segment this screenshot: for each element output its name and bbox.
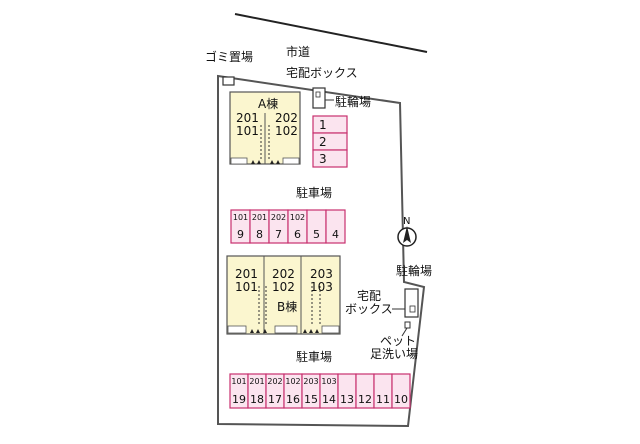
building-b-unit-lower: 103 — [310, 280, 333, 294]
building-b-unit-upper: 202 — [272, 267, 295, 281]
parking-space — [312, 149, 348, 168]
delivery-box-right-label-2: ボックス — [345, 302, 393, 316]
parking-space-unit: 203 — [303, 377, 318, 386]
parking-space-number: 2 — [319, 135, 327, 149]
city-road-label: 市道 — [286, 44, 310, 59]
parking-space-number: 16 — [286, 393, 300, 406]
parking-space-number: 3 — [319, 152, 327, 166]
north-label: N — [403, 216, 410, 227]
parking-space-unit: 103 — [321, 377, 336, 386]
building-b-unit-lower: 102 — [272, 280, 295, 294]
parking-space-number: 13 — [340, 393, 354, 406]
delivery-box-right-slot — [409, 305, 416, 313]
parking-space-number: 12 — [358, 393, 372, 406]
parking-space — [325, 209, 346, 244]
parking-space-unit: 202 — [267, 377, 282, 386]
delivery-box-right-label-1: 宅配 — [357, 288, 381, 303]
garbage-station-label: ゴミ置場 — [205, 49, 253, 64]
parking-space-number: 18 — [250, 393, 264, 406]
parking-space-number: 19 — [232, 393, 246, 406]
parking-bottom-label: 駐車場 — [296, 349, 332, 364]
parking-space-number: 1 — [319, 118, 327, 132]
parking-space-unit: 102 — [290, 213, 305, 222]
parking-space-number: 9 — [237, 228, 244, 241]
pet-label-1: ペット — [380, 334, 416, 348]
building-a — [229, 91, 301, 165]
parking-space-unit: 101 — [231, 377, 246, 386]
parking-space-number: 15 — [304, 393, 318, 406]
parking-space-number: 11 — [376, 393, 390, 406]
building-a-unit-upper: 201 — [236, 111, 259, 125]
parking-space-number: 17 — [268, 393, 282, 406]
building-b-name: B棟 — [277, 299, 297, 314]
garbage-station-icon — [222, 76, 235, 86]
building-a-unit-lower: 102 — [275, 124, 298, 138]
parking-space-number: 14 — [322, 393, 336, 406]
pet-foot-wash-icon — [404, 321, 411, 329]
parking-space-number: 6 — [294, 228, 301, 241]
parking-space-number: 7 — [275, 228, 282, 241]
parking-space-unit: 201 — [252, 213, 267, 222]
parking-space-number: 4 — [332, 228, 339, 241]
building-b-unit-upper: 201 — [235, 267, 258, 281]
parking-space — [391, 373, 411, 409]
parking-space-unit: 101 — [233, 213, 248, 222]
delivery-box-right-icon — [404, 288, 419, 318]
pet-label-2: 足洗い場 — [370, 347, 418, 361]
parking-space-number: 8 — [256, 228, 263, 241]
building-b-unit-upper: 203 — [310, 267, 333, 281]
parking-space-unit: 202 — [271, 213, 286, 222]
parking-space-unit: 201 — [249, 377, 264, 386]
delivery-box-top-label: 宅配ボックス — [286, 65, 358, 80]
parking-space-number: 5 — [313, 228, 320, 241]
north-arrow-icon — [397, 226, 417, 247]
building-a-unit-lower: 101 — [236, 124, 259, 138]
building-b-unit-lower: 101 — [235, 280, 258, 294]
bicycle-parking-right-label: 駐輪場 — [396, 263, 432, 278]
parking-top-label: 駐車場 — [296, 185, 332, 200]
small-parking-group: 1 2 3 — [312, 115, 348, 168]
delivery-box-top-icon — [312, 87, 326, 109]
building-a-name: A棟 — [258, 96, 278, 111]
leader-line — [401, 327, 408, 337]
bicycle-parking-top-label: 駐輪場 — [335, 94, 371, 109]
parking-space-unit: 102 — [285, 377, 300, 386]
building-a-unit-upper: 202 — [275, 111, 298, 125]
road-line — [234, 13, 428, 53]
delivery-box-top-slot — [315, 91, 321, 98]
building-b — [226, 255, 341, 335]
parking-space-number: 10 — [394, 393, 408, 406]
